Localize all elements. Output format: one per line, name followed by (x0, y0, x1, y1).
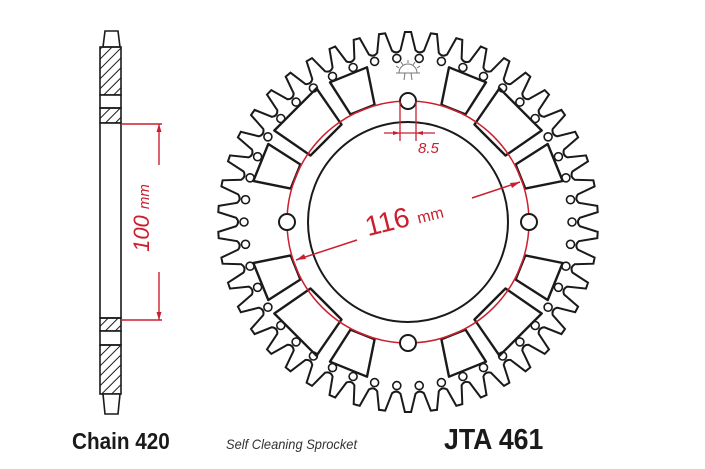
pcd-dimension (295, 181, 521, 261)
lightening-window (273, 87, 343, 157)
relief-hole (239, 217, 249, 227)
relief-hole (543, 132, 553, 142)
sprocket-teeth-outline (217, 31, 599, 413)
relief-hole (553, 282, 564, 293)
bolt-hole-label: 8.5 (418, 140, 439, 157)
bolt-hole-left (278, 213, 296, 231)
bolt-hole-bottom (399, 334, 417, 352)
hub-width-unit: mm (136, 184, 153, 210)
relief-hole (291, 97, 301, 107)
bolt-hole-top (399, 92, 417, 110)
relief-hole (436, 56, 447, 67)
relief-hole (543, 302, 553, 313)
relief-hole (391, 53, 402, 64)
sprocket-front-view (217, 31, 599, 413)
lightening-window (473, 287, 543, 357)
pcd-unit: mm (415, 204, 446, 228)
relief-hole (252, 282, 263, 293)
relief-hole (369, 377, 380, 388)
hub-width-dimension (121, 123, 162, 321)
relief-hole (515, 337, 525, 347)
relief-hole (291, 337, 301, 347)
relief-hole (348, 62, 358, 73)
hub-width-value: 100 (129, 215, 154, 252)
relief-hole (252, 151, 263, 162)
relief-hole (565, 239, 576, 250)
bolt-holes (278, 92, 538, 352)
relief-hole (565, 194, 576, 205)
relief-hole (263, 132, 273, 142)
side-view-profile (99, 30, 122, 415)
relief-hole (553, 151, 564, 162)
relief-hole (240, 194, 251, 205)
bolt-hole-dimension (384, 101, 435, 141)
relief-hole (240, 239, 251, 250)
lightening-window (473, 87, 543, 157)
lightening-window (273, 287, 343, 357)
relief-hole (414, 380, 425, 391)
sun-logo-icon (395, 60, 421, 81)
model-caption: JTA 461 (444, 424, 544, 456)
relief-hole (369, 56, 380, 67)
relief-hole (391, 380, 402, 391)
relief-hole (436, 377, 447, 388)
relief-hole (458, 62, 468, 73)
center-bore (307, 121, 509, 323)
relief-hole (263, 302, 273, 313)
relief-hole (458, 371, 468, 382)
relief-hole (414, 53, 425, 64)
relief-hole (515, 97, 525, 107)
relief-hole (348, 371, 358, 382)
feature-caption: Self Cleaning Sprocket (226, 436, 358, 452)
bolt-hole-right (520, 213, 538, 231)
chain-caption: Chain 420 (72, 428, 170, 454)
relief-hole (567, 217, 577, 227)
hub-width-label: 100 mm (129, 184, 155, 252)
